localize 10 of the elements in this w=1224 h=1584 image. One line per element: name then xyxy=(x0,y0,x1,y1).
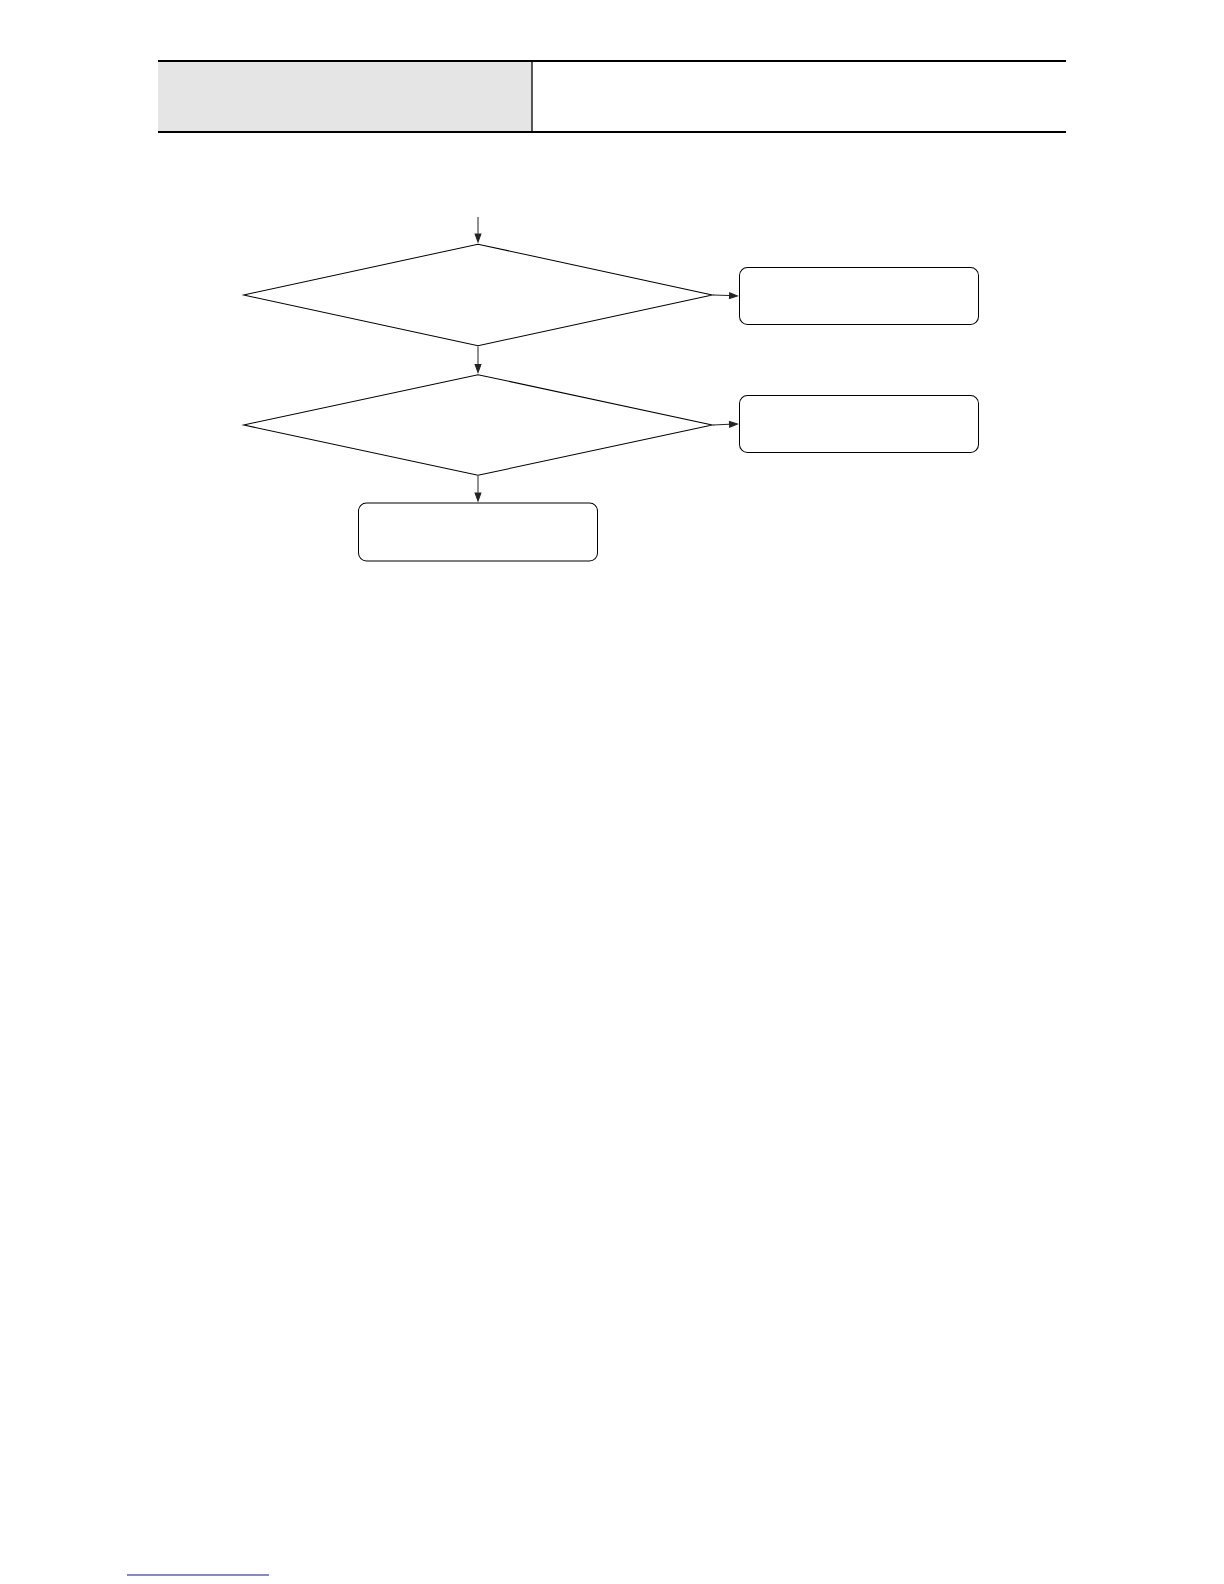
arrow xyxy=(712,420,738,428)
arrow xyxy=(474,346,482,373)
decision-diamond xyxy=(243,374,713,476)
process-box xyxy=(739,267,979,325)
arrow xyxy=(474,216,482,243)
arrow xyxy=(712,292,738,300)
decision-diamond xyxy=(243,243,713,347)
process-box xyxy=(358,502,598,562)
arrow xyxy=(474,475,482,502)
process-box xyxy=(739,395,979,453)
